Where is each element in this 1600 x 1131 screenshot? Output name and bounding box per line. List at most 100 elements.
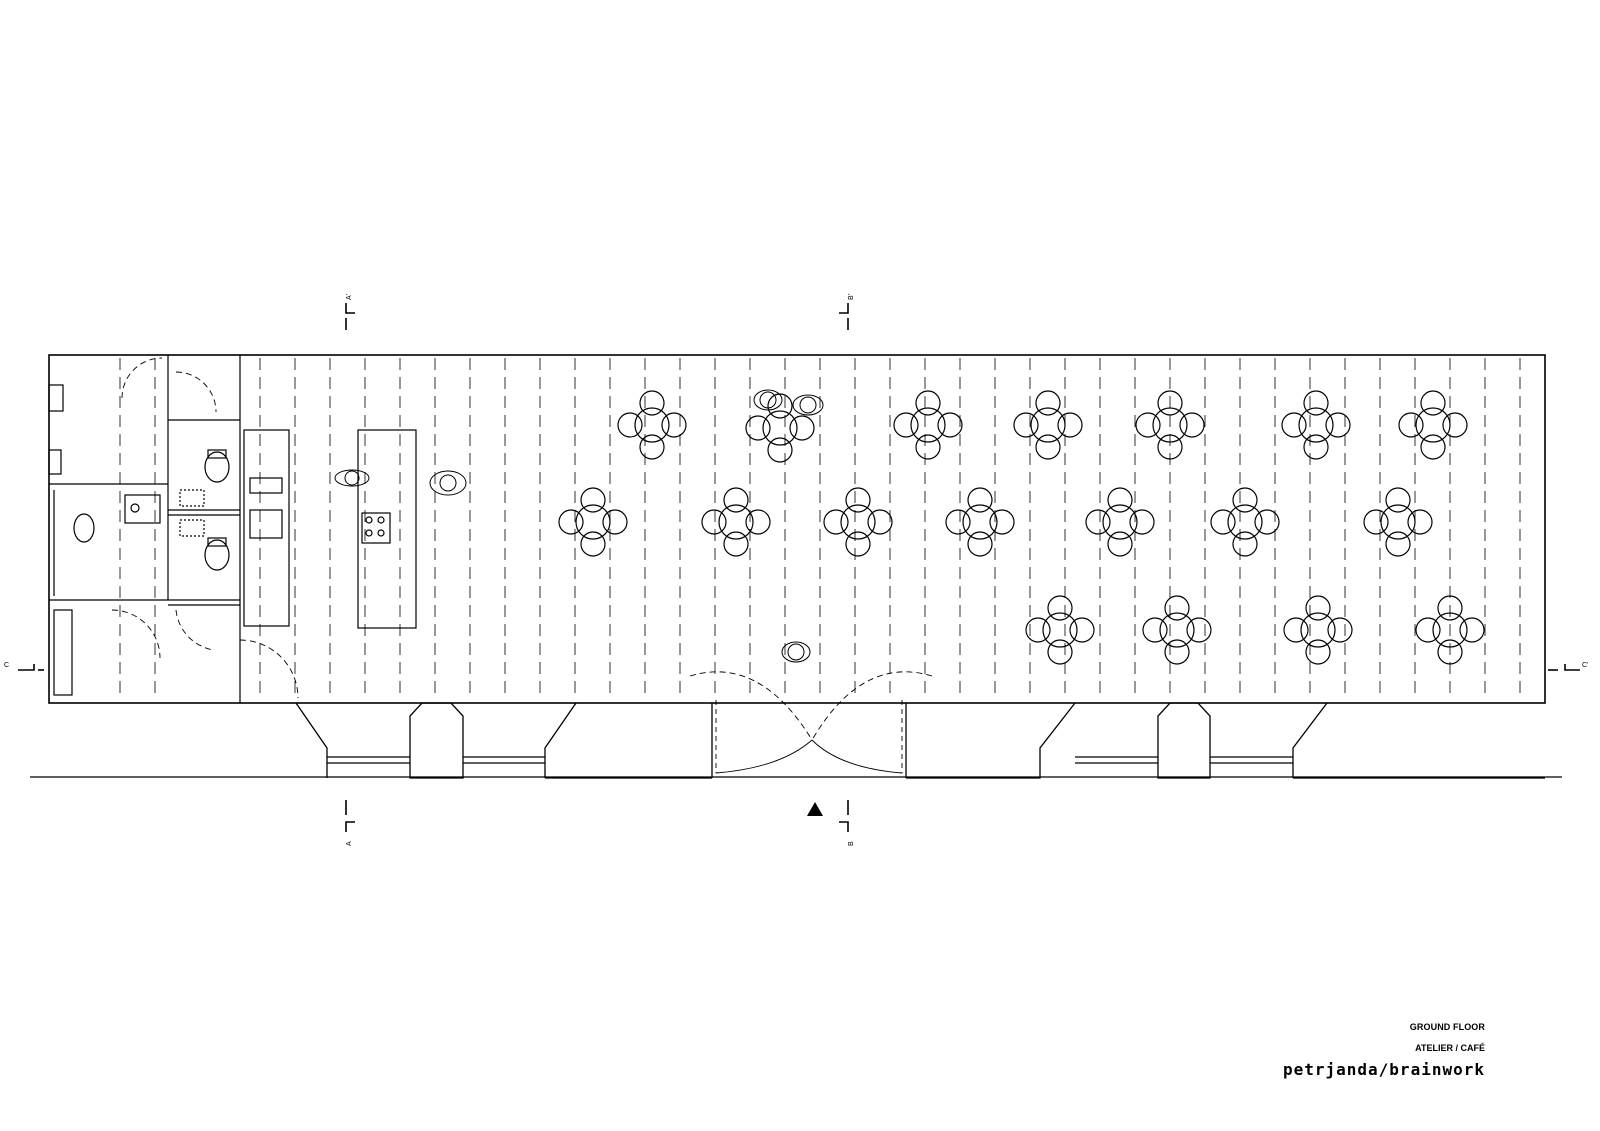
chair	[723, 487, 749, 513]
section-label-b-top: B'	[848, 294, 855, 300]
chair	[1442, 412, 1468, 438]
chair	[1179, 412, 1205, 438]
table-cluster	[1025, 595, 1095, 665]
section-markers	[18, 303, 1580, 832]
chair	[989, 509, 1015, 535]
chair	[580, 487, 606, 513]
facade	[30, 702, 1562, 779]
chair	[789, 415, 815, 441]
chair	[1281, 412, 1307, 438]
chair	[1107, 487, 1133, 513]
chair	[1013, 412, 1039, 438]
chair	[1035, 434, 1061, 460]
chair	[1363, 509, 1389, 535]
section-label-a-bottom: A	[346, 841, 353, 846]
chair	[639, 390, 665, 416]
chair	[701, 509, 727, 535]
table-cluster	[1415, 595, 1485, 665]
table-cluster	[1210, 487, 1280, 557]
chair	[1047, 595, 1073, 621]
chair	[661, 412, 687, 438]
table-cluster	[558, 487, 628, 557]
chair	[1305, 595, 1331, 621]
chair	[1129, 509, 1155, 535]
chair	[845, 531, 871, 557]
person-icon	[781, 641, 811, 663]
kitchen-island	[357, 429, 417, 629]
chair	[1327, 617, 1353, 643]
chair	[1305, 639, 1331, 665]
chair	[1303, 434, 1329, 460]
table-cluster	[1013, 390, 1083, 460]
chair	[1283, 617, 1309, 643]
chair	[1085, 509, 1111, 535]
chair	[558, 509, 584, 535]
chair	[867, 509, 893, 535]
table-cluster	[945, 487, 1015, 557]
chair	[1035, 390, 1061, 416]
chair	[893, 412, 919, 438]
chair	[1420, 390, 1446, 416]
chair	[967, 487, 993, 513]
chair	[1254, 509, 1280, 535]
chair	[767, 393, 793, 419]
chair	[1325, 412, 1351, 438]
table-cluster	[1398, 390, 1468, 460]
chair	[1232, 531, 1258, 557]
chair	[1385, 487, 1411, 513]
brand-logo: petrjanda/brainwork	[1282, 1060, 1485, 1079]
table-cluster	[617, 390, 687, 460]
person-icon	[429, 470, 467, 496]
table-cluster	[1135, 390, 1205, 460]
chair	[1398, 412, 1424, 438]
chair	[1142, 617, 1168, 643]
chair	[1157, 390, 1183, 416]
chair	[745, 509, 771, 535]
chair	[945, 509, 971, 535]
table-cluster	[1085, 487, 1155, 557]
chair	[1303, 390, 1329, 416]
table-cluster	[893, 390, 963, 460]
chair	[767, 437, 793, 463]
door-swings	[111, 357, 299, 699]
table-cluster	[1281, 390, 1351, 460]
service-rooms	[48, 355, 290, 703]
section-label-b-bottom: B	[848, 841, 855, 846]
people	[334, 389, 824, 663]
chair	[1437, 639, 1463, 665]
chair	[617, 412, 643, 438]
chair	[1385, 531, 1411, 557]
person-icon	[753, 389, 783, 411]
chair	[823, 509, 849, 535]
drawing-title: GROUND FLOOR	[1409, 1022, 1485, 1032]
chair	[1069, 617, 1095, 643]
entrance-arrow-icon	[807, 802, 823, 816]
chair	[1135, 412, 1161, 438]
chair	[915, 434, 941, 460]
table-cluster	[1283, 595, 1353, 665]
chair	[937, 412, 963, 438]
table-cluster	[701, 487, 771, 557]
person-icon	[792, 394, 824, 416]
chair	[602, 509, 628, 535]
chair	[1047, 639, 1073, 665]
chair	[580, 531, 606, 557]
chair	[967, 531, 993, 557]
chair	[723, 531, 749, 557]
chair	[1459, 617, 1485, 643]
chair	[1025, 617, 1051, 643]
chair	[1415, 617, 1441, 643]
table-cluster	[1142, 595, 1212, 665]
chair	[1157, 434, 1183, 460]
chair	[1107, 531, 1133, 557]
chair	[1164, 639, 1190, 665]
chair	[745, 415, 771, 441]
chair	[639, 434, 665, 460]
table-cluster	[823, 487, 893, 557]
section-label-c-right: C'	[1582, 662, 1588, 669]
table-cluster	[745, 393, 815, 463]
section-label-a-top: A'	[346, 294, 353, 300]
chair	[1057, 412, 1083, 438]
chair	[1437, 595, 1463, 621]
